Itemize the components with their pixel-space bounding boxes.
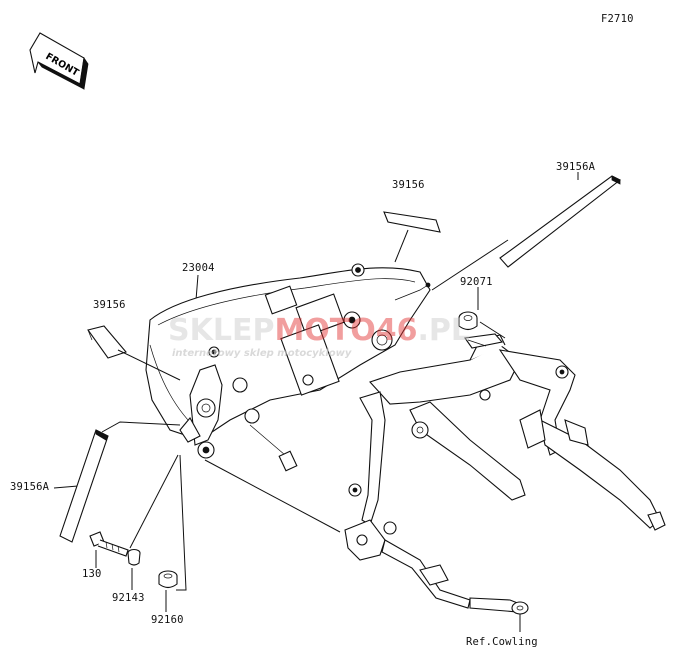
watermark-part2: MOTO — [274, 313, 375, 348]
part-label-39156A-left: 39156A — [10, 481, 50, 493]
watermark-tagline: internetowy sklep motocyklowy — [172, 348, 352, 359]
front-arrow-icon: FRONT — [29, 32, 89, 90]
watermark-part1: SKLEP — [168, 313, 274, 348]
cowling-stay-frame — [344, 333, 666, 615]
watermark: SKLEPMOTO46.PL internetowy sklep motocyk… — [168, 313, 470, 359]
part-label-23004: 23004 — [182, 262, 215, 274]
tape-strip-39156A-top — [499, 175, 622, 268]
part-label-39156-top: 39156 — [392, 179, 425, 191]
part-label-39156-left: 39156 — [93, 299, 126, 311]
bolt-130 — [89, 531, 129, 557]
grommet-92071 — [458, 311, 478, 331]
diagram-code: F2710 — [601, 13, 634, 25]
damper-92160 — [158, 570, 178, 589]
tape-pad-39156-left — [87, 325, 127, 359]
part-label-92160: 92160 — [151, 614, 184, 626]
ref-cowling-label: Ref.Cowling — [466, 636, 538, 648]
collar-92143 — [127, 548, 141, 566]
part-label-130: 130 — [82, 568, 102, 580]
watermark-part3: 46 — [376, 313, 418, 348]
part-label-39156A-top: 39156A — [556, 161, 596, 173]
part-label-92071: 92071 — [460, 276, 493, 288]
tape-strip-39156A-left — [59, 429, 109, 543]
tape-pad-39156-top — [383, 211, 441, 233]
watermark-part4: .PL — [418, 313, 471, 348]
part-label-92143: 92143 — [112, 592, 145, 604]
headlight-assembly-23004 — [145, 263, 431, 472]
svg-text:SKLEPMOTO46.PL: SKLEPMOTO46.PL — [168, 313, 470, 348]
